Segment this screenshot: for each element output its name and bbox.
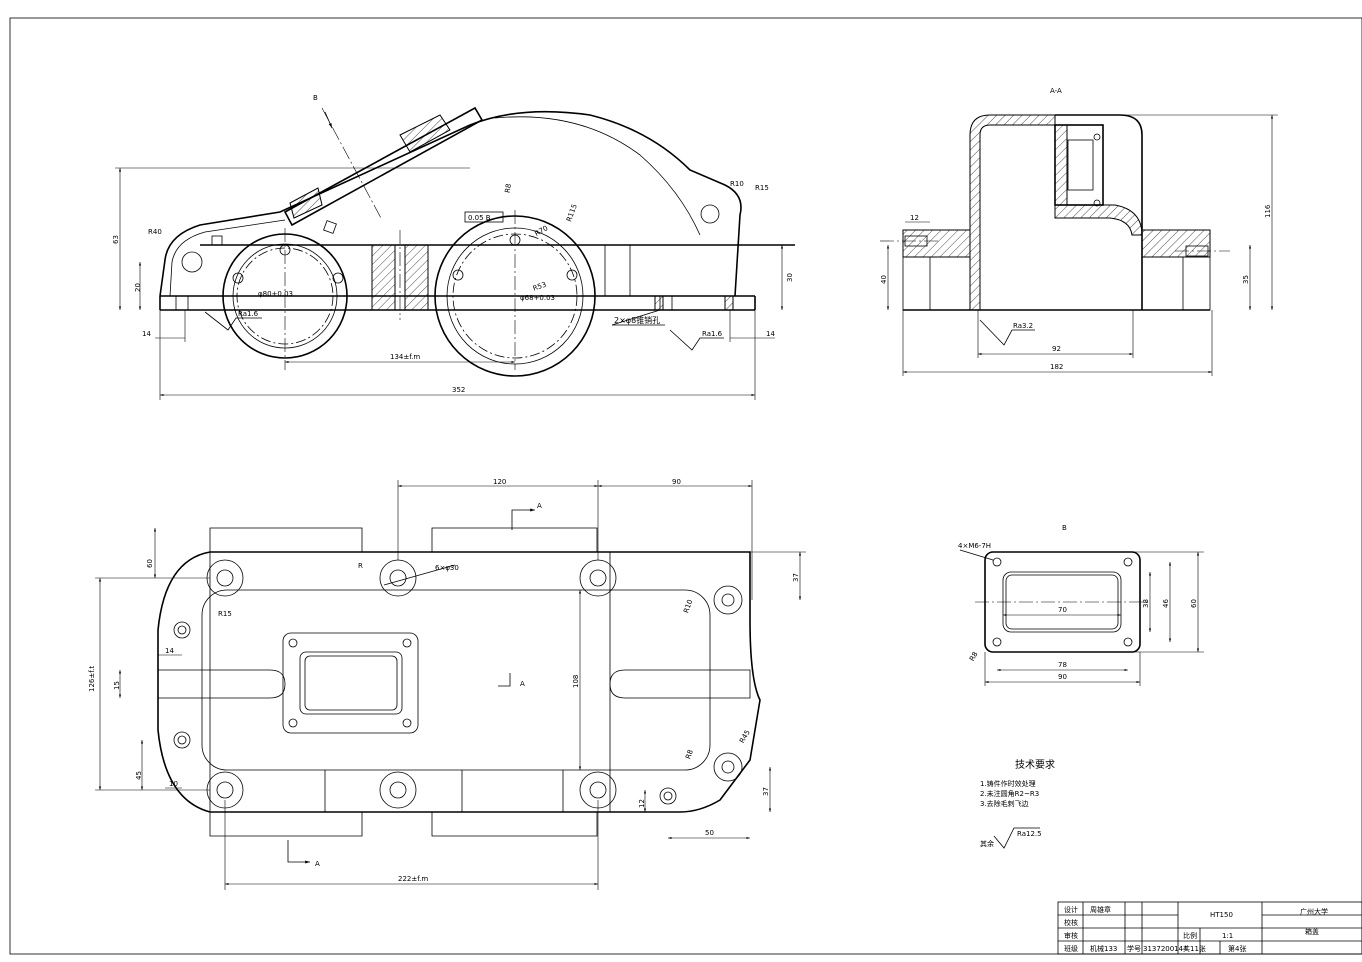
view-b-label: B: [1062, 524, 1067, 532]
dim-height-63: 63: [112, 235, 120, 244]
cut-a-center: A: [520, 680, 525, 688]
section-aa-view: A-A 12 40 35 116 92: [880, 87, 1278, 376]
arrow-b-label: B: [313, 94, 318, 102]
top-dim-15: 15: [113, 681, 121, 690]
view-b-thread-note: 4×M6-7H: [958, 542, 991, 550]
top-dim-120: 120: [493, 478, 506, 486]
aa-dim-35: 35: [1242, 275, 1250, 284]
aa-dim-182: 182: [1050, 363, 1063, 371]
top-hole-note-1: 6×φ30: [435, 564, 459, 572]
top-dim-37a: 37: [792, 573, 800, 582]
top-dim-222: 222±f.m: [398, 875, 428, 883]
view-b-dim-38: 38: [1142, 599, 1150, 608]
tb-r4c2: 机械133: [1090, 944, 1117, 953]
tech-item-1: 1.铸件作时效处理: [980, 779, 1036, 788]
view-b: B 4×M6-7H 70 78 90 38 46 60 R8: [958, 524, 1204, 686]
tb-scale-value: 1:1: [1222, 932, 1233, 940]
label-r115: R115: [565, 203, 579, 223]
section-aa-label: A-A: [1050, 87, 1062, 95]
tb-scale-label: 比例: [1183, 931, 1197, 940]
dim-center: 134±f.m: [390, 353, 420, 361]
aa-dim-12: 12: [910, 214, 919, 222]
tb-school: 广州大学: [1300, 907, 1328, 916]
tech-requirements: 技术要求 1.铸件作时效处理 2.未注圆角R2~R3 3.去除毛刺飞边 其余 R…: [980, 758, 1055, 849]
tech-item-2: 2.未注圆角R2~R3: [980, 789, 1039, 798]
top-r-label-2: R15: [218, 610, 232, 618]
top-dim-10: 10: [169, 780, 178, 788]
label-r53: R53: [532, 281, 548, 293]
view-b-dim-90: 90: [1058, 673, 1067, 681]
tb-r1c2: 周雄章: [1090, 905, 1111, 914]
tb-r1c1: 设计: [1064, 905, 1078, 914]
top-dim-126: 126±f.t: [88, 666, 96, 692]
roughness-2: Ra1.6: [702, 330, 723, 338]
top-dim-60: 60: [146, 559, 154, 568]
dim-height-20: 20: [134, 283, 142, 292]
view-b-dim-46: 46: [1162, 599, 1170, 608]
tb-sheets-total: 共11张: [1183, 944, 1206, 953]
title-block: 设计 周雄章 校核 审核 班级 机械133 学号 3137200144 HT15…: [1057, 901, 1362, 955]
dim-height-30: 30: [786, 273, 794, 282]
tb-r4c4: 3137200144: [1143, 945, 1188, 953]
cut-a-bottom: A: [315, 860, 320, 868]
top-dim-37b: 37: [762, 787, 770, 796]
tb-part-name: 箱盖: [1305, 927, 1319, 936]
label-r10: R10: [730, 180, 744, 188]
aa-dim-40: 40: [880, 275, 888, 284]
view-b-dim-78: 78: [1058, 661, 1067, 669]
label-r40: R40: [148, 228, 162, 236]
top-dim-12: 12: [638, 799, 646, 808]
top-r-label-4: R8: [684, 749, 695, 761]
roughness-1: Ra1.6: [238, 310, 259, 318]
top-dim-45: 45: [135, 771, 143, 780]
top-dim-50: 50: [705, 829, 714, 837]
top-view: A A A 120 90 60 37 37 108 126±f.t 14 15 …: [88, 478, 806, 890]
top-dim-90: 90: [672, 478, 681, 486]
tb-material: HT150: [1210, 911, 1233, 919]
tb-r2c1: 校核: [1064, 918, 1078, 927]
tb-r4c3: 学号: [1127, 944, 1141, 953]
aa-roughness: Ra3.2: [1013, 322, 1033, 330]
aa-dim-92: 92: [1052, 345, 1061, 353]
tech-item-3: 3.去除毛刺飞边: [980, 799, 1029, 808]
dim-right-14: 14: [766, 330, 775, 338]
dim-left-14: 14: [142, 330, 151, 338]
label-r15: R15: [755, 184, 769, 192]
cut-a-top: A: [537, 502, 542, 510]
top-dim-14: 14: [165, 647, 174, 655]
tb-r4c1: 班级: [1064, 944, 1078, 953]
view-b-dim-70: 70: [1058, 606, 1067, 614]
top-r-label-1: R: [358, 562, 363, 570]
front-view: B 352 134: [112, 94, 795, 400]
hole-note: 2×φ8锥销孔: [614, 315, 660, 325]
label-r8: R8: [504, 183, 513, 194]
tech-rest-roughness: Ra12.5: [1017, 830, 1042, 838]
label-phi-arc-2: φ68+0.03: [520, 294, 555, 302]
tech-title: 技术要求: [1015, 758, 1055, 771]
top-dim-108: 108: [572, 675, 580, 688]
label-phi-arc-1: φ80+0.03: [258, 290, 293, 298]
view-b-r-label: R8: [968, 651, 980, 663]
sheet-border: [9, 17, 1362, 955]
top-r-label-5: R45: [738, 729, 752, 745]
top-r-label-3: R10: [682, 599, 694, 615]
tech-rest-label: 其余: [980, 839, 994, 848]
tolerance-box: 0.05 B: [468, 214, 491, 222]
aa-dim-116: 116: [1264, 204, 1272, 218]
tb-sheet-no: 第4张: [1228, 944, 1246, 953]
tb-r3c1: 审核: [1064, 931, 1078, 940]
dim-overall: 352: [452, 386, 465, 394]
view-b-dim-60: 60: [1190, 599, 1198, 608]
